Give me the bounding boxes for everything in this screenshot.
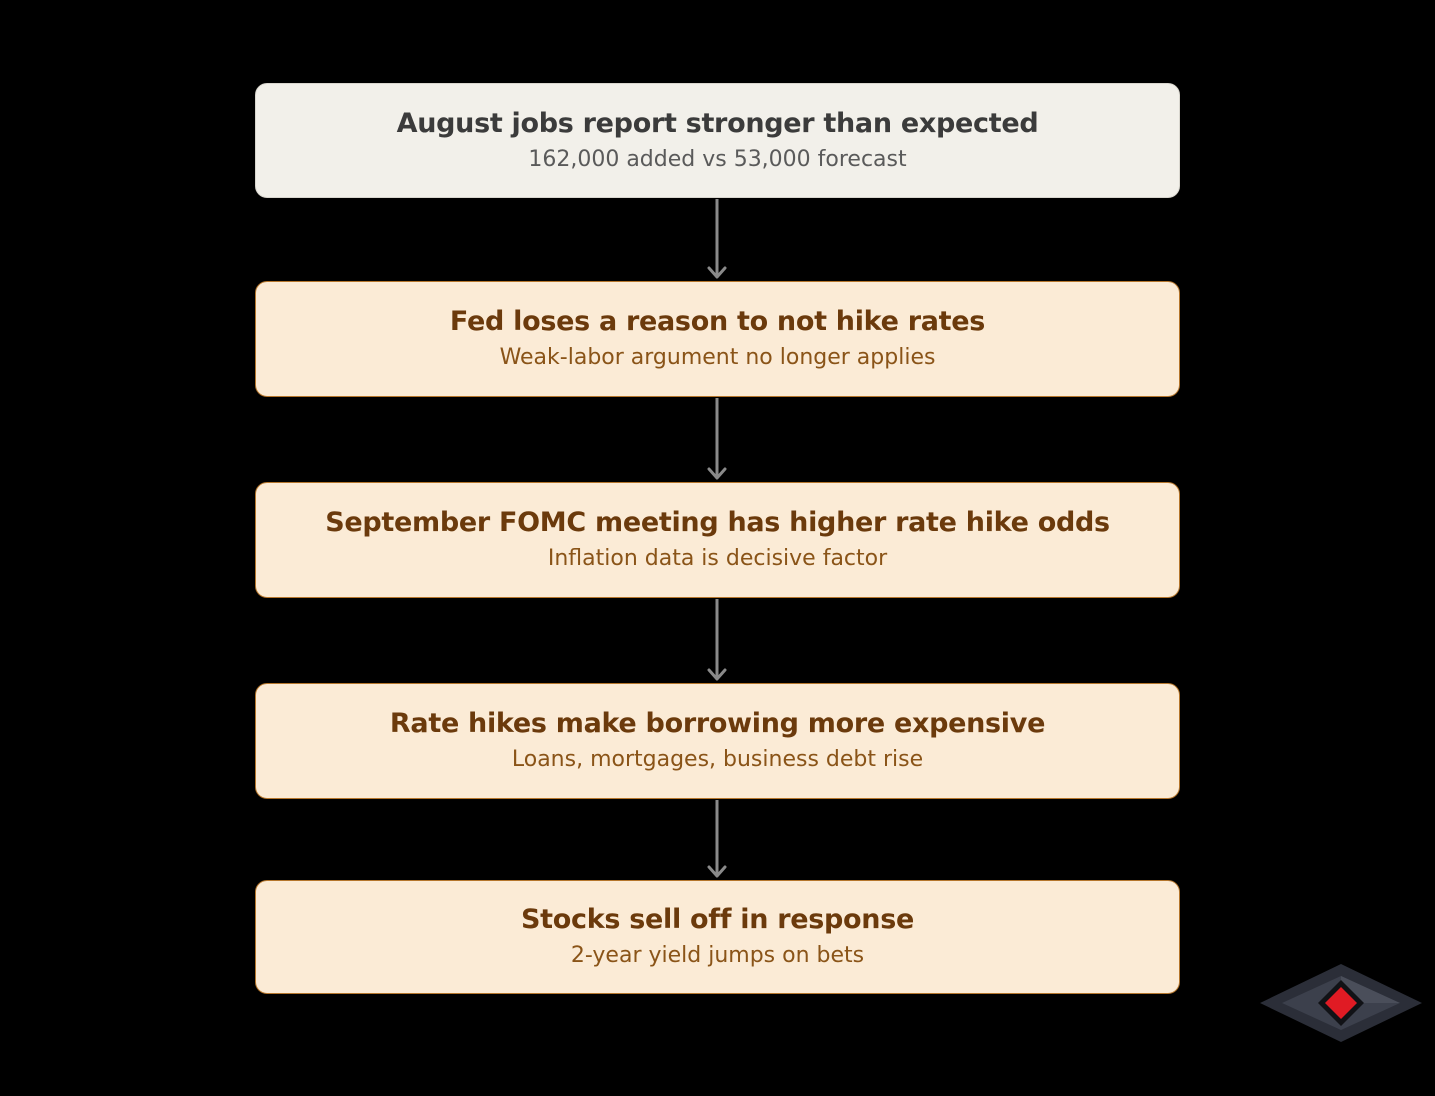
flow-node-subtitle: Inflation data is decisive factor bbox=[547, 546, 888, 571]
diamond-logo-icon bbox=[1260, 964, 1422, 1042]
arrowhead-1-to-2 bbox=[707, 266, 727, 279]
flow-node-title: Fed loses a reason to not hike rates bbox=[449, 306, 986, 337]
arrowhead-4-to-5 bbox=[707, 865, 727, 878]
flow-node-jobs-report: August jobs report stronger than expecte… bbox=[255, 83, 1180, 198]
flow-node-subtitle: Weak-labor argument no longer applies bbox=[499, 345, 936, 370]
flow-node-title: Stocks sell off in response bbox=[520, 904, 915, 935]
arrowhead-3-to-4 bbox=[707, 668, 727, 681]
flow-node-borrowing-cost: Rate hikes make borrowing more expensive… bbox=[255, 683, 1180, 799]
flow-node-subtitle: 2-year yield jumps on bets bbox=[570, 943, 865, 968]
flow-node-fomc-odds: September FOMC meeting has higher rate h… bbox=[255, 482, 1180, 598]
flow-node-subtitle: 162,000 added vs 53,000 forecast bbox=[528, 146, 907, 172]
flow-node-subtitle: Loans, mortgages, business debt rise bbox=[511, 747, 924, 772]
flow-node-title: Rate hikes make borrowing more expensive bbox=[389, 708, 1046, 739]
flow-node-stocks-selloff: Stocks sell off in response 2-year yield… bbox=[255, 880, 1180, 994]
flow-node-fed-reason: Fed loses a reason to not hike rates Wea… bbox=[255, 281, 1180, 397]
flow-node-title: August jobs report stronger than expecte… bbox=[396, 107, 1039, 139]
arrowhead-2-to-3 bbox=[707, 467, 727, 480]
flow-node-title: September FOMC meeting has higher rate h… bbox=[325, 507, 1110, 538]
